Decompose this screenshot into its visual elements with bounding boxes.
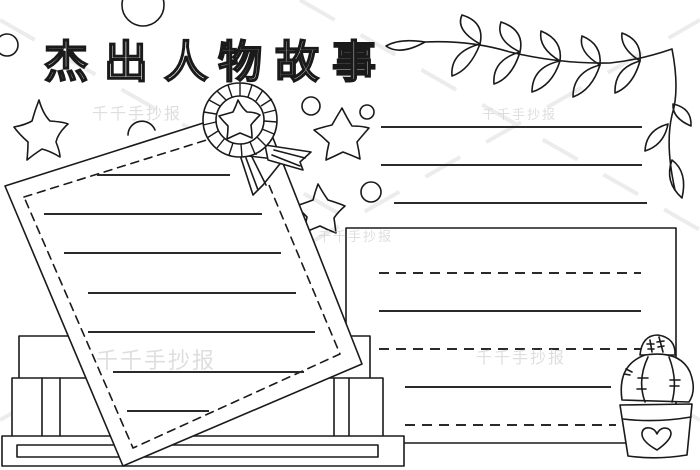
watermark-text: 千千手抄报	[318, 230, 394, 245]
title-char-2: 出	[104, 37, 148, 88]
circle-icon	[127, 120, 156, 136]
title-char-6: 事	[332, 37, 376, 88]
circle-icon	[301, 96, 321, 116]
watermark-text: 千千手抄报	[476, 348, 567, 367]
rosette-badge-icon	[202, 82, 312, 196]
title-char-5: 故	[275, 37, 319, 88]
vine-leaves-icon	[385, 14, 692, 199]
title-char-4: 物	[218, 37, 262, 88]
watermark-stripes	[0, 0, 700, 422]
heart-icon	[641, 427, 672, 451]
circle-icon	[360, 181, 382, 203]
title-char-3: 人	[164, 37, 208, 88]
circle-icon	[359, 104, 375, 120]
tilted-card	[4, 104, 363, 467]
star-icon	[313, 107, 370, 161]
cactus-pot-icon	[619, 334, 695, 459]
circle-icon	[0, 33, 19, 57]
watermark-text: 千千手抄报	[482, 108, 558, 123]
page-title: 杰 出 人 物 故 事	[43, 36, 377, 89]
watermark-text: 千千手抄报	[92, 104, 183, 123]
star-icon	[13, 99, 69, 161]
watermark-text: 千千手抄报	[96, 349, 217, 374]
star-icon	[295, 183, 346, 234]
circle-icon	[121, 0, 165, 27]
title-char-1: 杰	[44, 37, 88, 88]
top-right-lines	[381, 126, 647, 204]
